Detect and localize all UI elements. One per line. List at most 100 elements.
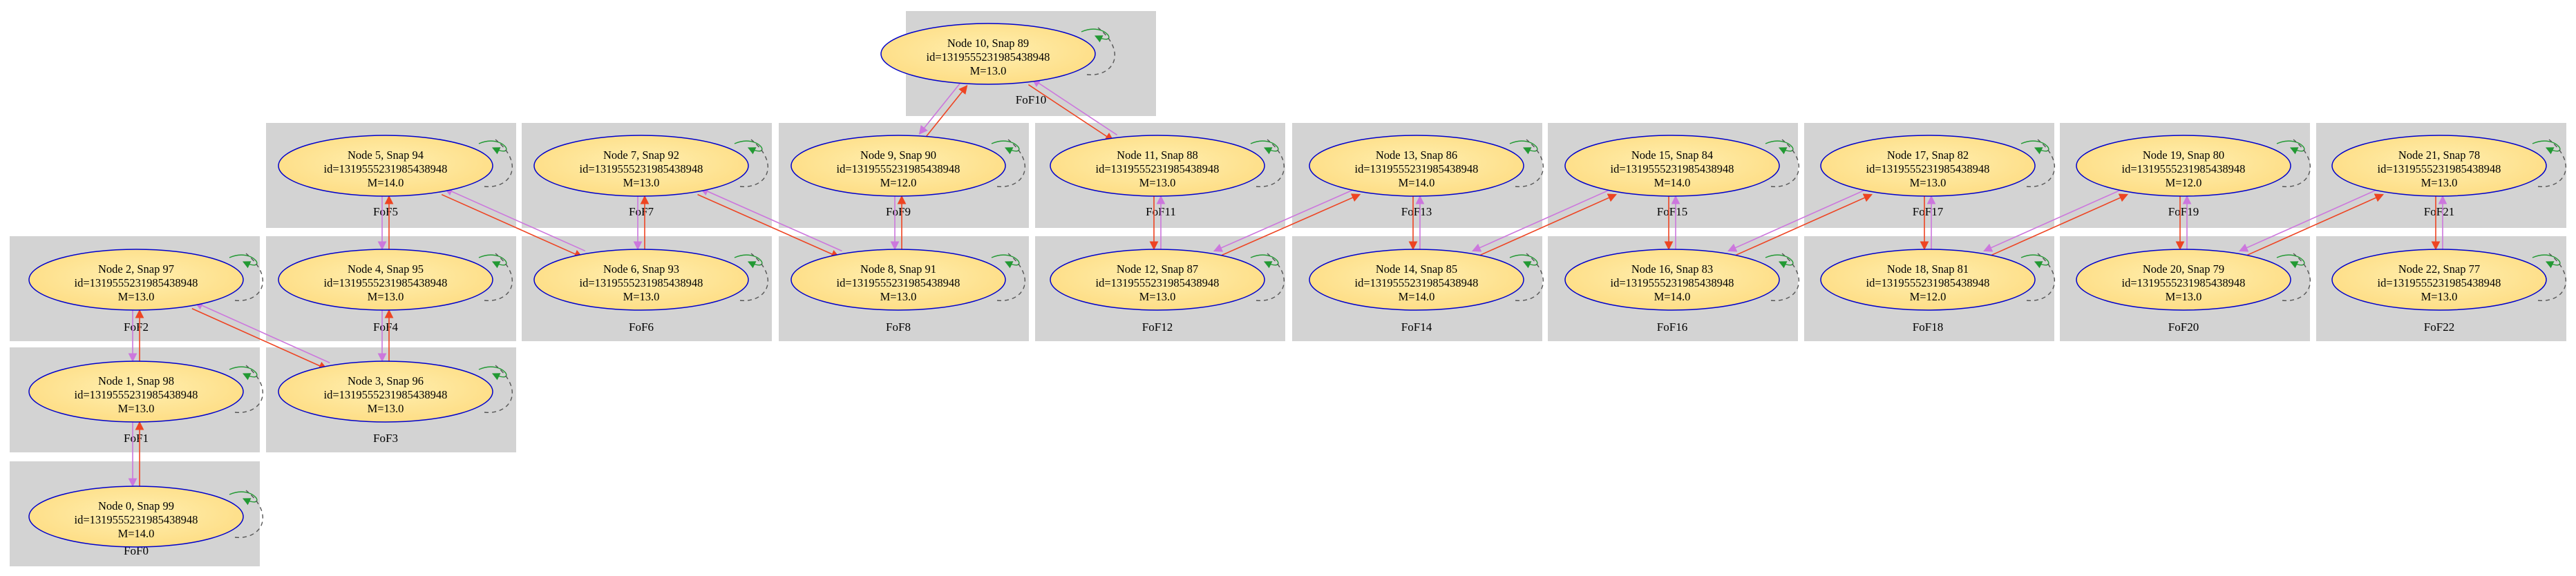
- node-17[interactable]: Node 17, Snap 82id=1319555231985438948M=…: [1820, 135, 2055, 197]
- node-mass: M=13.0: [1139, 290, 1176, 303]
- node-idline: id=1319555231985438948: [1355, 276, 1479, 289]
- node-11[interactable]: Node 11, Snap 88id=1319555231985438948M=…: [1050, 135, 1285, 197]
- node-ellipse[interactable]: [2076, 135, 2291, 197]
- node-idline: id=1319555231985438948: [75, 513, 198, 526]
- node-ellipse[interactable]: [2076, 249, 2291, 311]
- node-ellipse[interactable]: [1820, 135, 2036, 197]
- node-ellipse[interactable]: [1564, 135, 1780, 197]
- node-ellipse[interactable]: [790, 249, 1006, 311]
- node-mass: M=13.0: [623, 176, 660, 189]
- self-loop-dashed: [234, 490, 263, 538]
- node-21[interactable]: Node 21, Snap 78id=1319555231985438948M=…: [2331, 135, 2566, 197]
- node-2[interactable]: Node 2, Snap 97id=1319555231985438948M=1…: [28, 249, 263, 311]
- edge-2-3: [191, 301, 330, 370]
- self-loop-arrow: [2276, 140, 2305, 155]
- cluster-label: FoF0: [124, 544, 149, 557]
- edges-layer: [128, 78, 2447, 488]
- node-idline: id=1319555231985438948: [1096, 276, 1220, 289]
- node-ellipse[interactable]: [1050, 249, 1265, 311]
- self-loop-arrow: [229, 254, 258, 269]
- self-loop-dashed: [1256, 253, 1285, 301]
- edge-16-17: [1727, 187, 1873, 258]
- node-3[interactable]: Node 3, Snap 96id=1319555231985438948M=1…: [278, 361, 513, 423]
- self-loop-arrow: [229, 491, 258, 506]
- node-idline: id=1319555231985438948: [324, 276, 448, 289]
- self-loop-dashed: [1256, 139, 1285, 187]
- self-loop-dashed: [1515, 139, 1544, 187]
- node-15[interactable]: Node 15, Snap 84id=1319555231985438948M=…: [1564, 135, 1799, 197]
- node-ellipse[interactable]: [790, 135, 1006, 197]
- node-18[interactable]: Node 18, Snap 81id=1319555231985438948M=…: [1820, 249, 2055, 311]
- node-mass: M=13.0: [1910, 176, 1947, 189]
- node-mass: M=13.0: [970, 64, 1007, 77]
- node-22[interactable]: Node 22, Snap 77id=1319555231985438948M=…: [2331, 249, 2566, 311]
- self-loop-dashed: [2537, 139, 2566, 187]
- node-idline: id=1319555231985438948: [837, 276, 960, 289]
- node-ellipse[interactable]: [880, 23, 1096, 85]
- node-20[interactable]: Node 20, Snap 79id=1319555231985438948M=…: [2076, 249, 2311, 311]
- self-loop-dashed: [1770, 139, 1799, 187]
- node-16[interactable]: Node 16, Snap 83id=1319555231985438948M=…: [1564, 249, 1799, 311]
- node-title: Node 7, Snap 92: [603, 148, 679, 162]
- edge-1-2: [128, 309, 144, 363]
- node-ellipse[interactable]: [278, 361, 493, 423]
- progenitor-edge: [1472, 187, 1614, 252]
- progenitor-edge: [1727, 187, 1870, 252]
- node-1[interactable]: Node 1, Snap 98id=1319555231985438948M=1…: [28, 361, 263, 423]
- self-loop-arrow: [991, 254, 1020, 269]
- edge-10-11: [1027, 78, 1118, 142]
- node-5[interactable]: Node 5, Snap 94id=1319555231985438948M=1…: [278, 135, 513, 197]
- progenitor-edge: [918, 81, 963, 135]
- node-ellipse[interactable]: [1564, 249, 1780, 311]
- self-loop-arrow: [478, 366, 507, 381]
- node-8[interactable]: Node 8, Snap 91id=1319555231985438948M=1…: [790, 249, 1025, 311]
- node-ellipse[interactable]: [2331, 249, 2547, 311]
- progenitor-edge: [2239, 187, 2381, 252]
- self-loop-arrow: [2020, 254, 2049, 269]
- node-ellipse[interactable]: [28, 249, 244, 311]
- edge-15-16: [1664, 195, 1680, 251]
- node-title: Node 19, Snap 80: [2143, 148, 2224, 162]
- node-ellipse[interactable]: [1309, 135, 1524, 197]
- node-mass: M=13.0: [2421, 290, 2458, 303]
- node-0[interactable]: Node 0, Snap 99id=1319555231985438948M=1…: [28, 486, 263, 548]
- node-6[interactable]: Node 6, Snap 93id=1319555231985438948M=1…: [533, 249, 768, 311]
- node-ellipse[interactable]: [278, 249, 493, 311]
- node-12[interactable]: Node 12, Snap 87id=1319555231985438948M=…: [1050, 249, 1285, 311]
- node-ellipse[interactable]: [1050, 135, 1265, 197]
- node-mass: M=13.0: [368, 402, 404, 415]
- cluster-label: FoF21: [2424, 205, 2454, 218]
- descendant-edge: [1216, 193, 1361, 258]
- node-mass: M=13.0: [368, 290, 404, 303]
- node-ellipse[interactable]: [28, 361, 244, 423]
- node-ellipse[interactable]: [1820, 249, 2036, 311]
- edge-12-13: [1213, 187, 1361, 258]
- node-title: Node 1, Snap 98: [98, 374, 174, 387]
- node-14[interactable]: Node 14, Snap 85id=1319555231985438948M=…: [1309, 249, 1544, 311]
- node-19[interactable]: Node 19, Snap 80id=1319555231985438948M=…: [2076, 135, 2311, 197]
- node-ellipse[interactable]: [278, 135, 493, 197]
- self-loop-dashed: [484, 253, 513, 301]
- node-ellipse[interactable]: [533, 249, 749, 311]
- node-idline: id=1319555231985438948: [837, 162, 960, 175]
- self-loop-dashed: [2026, 139, 2055, 187]
- edge-0-1: [128, 421, 144, 488]
- node-ellipse[interactable]: [2331, 135, 2547, 197]
- node-ellipse[interactable]: [28, 486, 244, 548]
- self-loop-arrow: [991, 140, 1020, 155]
- nodes-layer: Node 0, Snap 99id=1319555231985438948M=1…: [28, 23, 2566, 548]
- node-ellipse[interactable]: [533, 135, 749, 197]
- node-7[interactable]: Node 7, Snap 92id=1319555231985438948M=1…: [533, 135, 768, 197]
- self-loop-dashed: [996, 253, 1025, 301]
- node-mass: M=13.0: [118, 402, 155, 415]
- self-loop-arrow: [734, 140, 763, 155]
- node-4[interactable]: Node 4, Snap 95id=1319555231985438948M=1…: [278, 249, 513, 311]
- node-10[interactable]: Node 10, Snap 89id=1319555231985438948M=…: [880, 23, 1115, 85]
- node-9[interactable]: Node 9, Snap 90id=1319555231985438948M=1…: [790, 135, 1025, 197]
- edge-9-10: [918, 81, 968, 139]
- cluster-label: FoF17: [1913, 205, 1944, 218]
- node-ellipse[interactable]: [1309, 249, 1524, 311]
- node-13[interactable]: Node 13, Snap 86id=1319555231985438948M=…: [1309, 135, 1544, 197]
- self-loop-arrow: [478, 254, 507, 269]
- node-title: Node 17, Snap 82: [1887, 148, 1969, 162]
